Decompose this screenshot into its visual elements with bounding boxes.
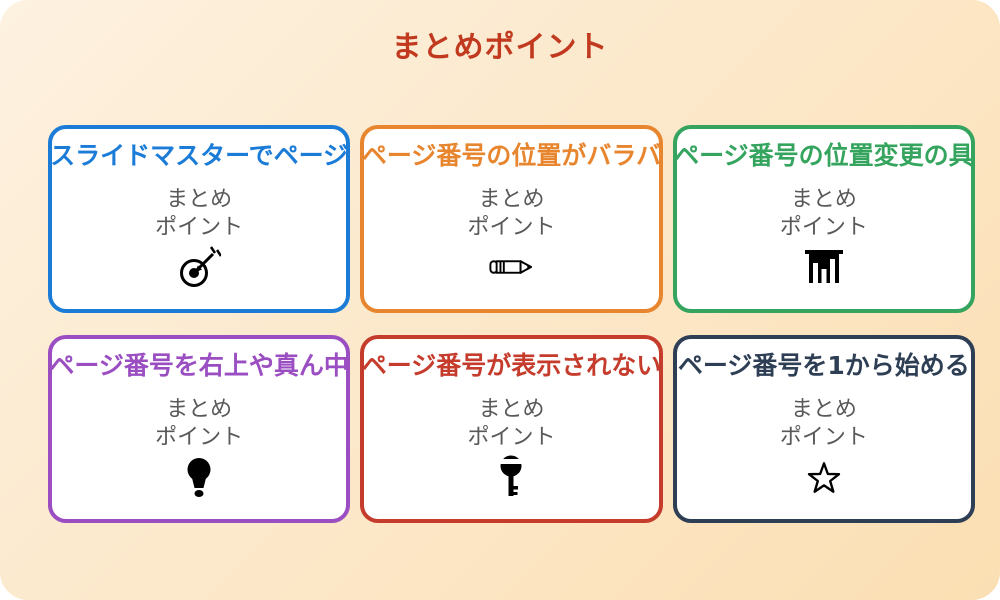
- card-body-line1: まとめ: [790, 396, 857, 422]
- summary-card: ページ番号を右上や真ん中 まとめ ポイント: [48, 335, 351, 523]
- card-body: まとめ ポイント: [467, 186, 555, 242]
- cards-grid: スライドマスターでページ まとめ ポイント ページ番号の位置がバラバ まとめ ポ…: [48, 125, 975, 523]
- card-body-line2: ポイント: [467, 424, 556, 450]
- lightbulb-icon: [177, 455, 221, 499]
- card-body-line1: まとめ: [166, 396, 233, 422]
- card-body: まとめ ポイント: [155, 186, 243, 242]
- summary-card: ページ番号の位置変更の具 まとめ ポイント: [672, 125, 975, 313]
- pencil-icon: [488, 245, 534, 289]
- card-title: ページ番号の位置がバラバ: [361, 141, 662, 170]
- summary-card: スライドマスターでページ まとめ ポイント: [48, 125, 351, 313]
- card-body-line1: まとめ: [478, 396, 545, 422]
- card-body-line2: ポイント: [467, 214, 556, 240]
- target-arrow-icon: [177, 245, 222, 289]
- card-title: ページ番号を1から始める: [677, 351, 970, 380]
- card-body-line1: まとめ: [478, 186, 545, 212]
- card-body: まとめ ポイント: [780, 186, 868, 242]
- summary-card: ページ番号を1から始める まとめ ポイント: [672, 335, 975, 523]
- card-body: まとめ ポイント: [155, 396, 243, 452]
- card-title: ページ番号の位置変更の具: [674, 141, 974, 170]
- summary-card: ページ番号の位置がバラバ まとめ ポイント: [360, 125, 663, 313]
- card-body-line1: まとめ: [166, 186, 233, 212]
- key-icon: [489, 455, 533, 499]
- card-body-line2: ポイント: [155, 424, 244, 450]
- bar-chart-icon: [802, 245, 846, 289]
- card-title: スライドマスターでページ: [50, 141, 349, 170]
- star-icon: [804, 455, 844, 499]
- card-body-line2: ポイント: [779, 214, 868, 240]
- card-body-line2: ポイント: [155, 214, 244, 240]
- card-title: ページ番号を右上や真ん中: [49, 351, 349, 380]
- page-title: まとめポイント: [391, 30, 609, 65]
- card-body: まとめ ポイント: [467, 396, 555, 452]
- card-body-line1: まとめ: [790, 186, 857, 212]
- card-body-line2: ポイント: [779, 424, 868, 450]
- card-title: ページ番号が表示されない: [361, 351, 662, 380]
- summary-card: ページ番号が表示されない まとめ ポイント: [360, 335, 663, 523]
- card-body: まとめ ポイント: [780, 396, 868, 452]
